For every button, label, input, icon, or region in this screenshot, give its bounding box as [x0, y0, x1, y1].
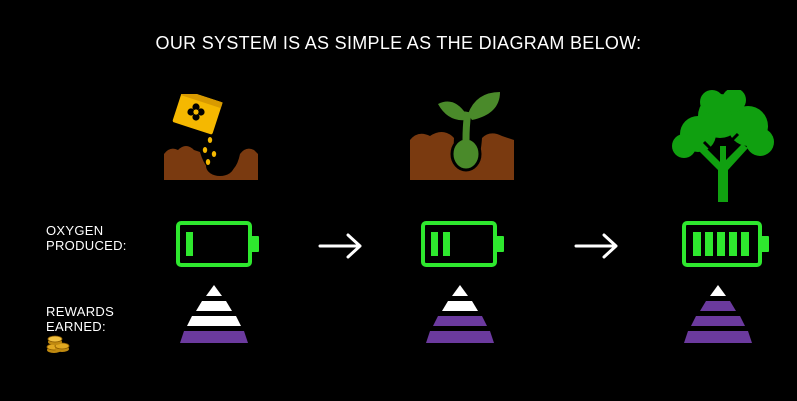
arrow-right-icon: [318, 233, 362, 259]
battery-medium-icon: [421, 221, 504, 267]
page-title: OUR SYSTEM IS AS SIMPLE AS THE DIAGRAM B…: [155, 33, 642, 53]
battery-full-icon: [682, 221, 769, 267]
rewards-earned-label: REWARDS EARNED:: [46, 304, 115, 334]
arrow-right-icon: [574, 233, 618, 259]
tree-icon: [672, 90, 774, 202]
reward-pyramid-low: [180, 285, 248, 343]
sprout-icon: [410, 92, 514, 180]
seed-planting-icon: [164, 94, 258, 180]
reward-pyramid-medium: [426, 285, 494, 343]
battery-low-icon: [176, 221, 259, 267]
coins-icon: [46, 335, 70, 353]
reward-pyramid-high: [684, 285, 752, 343]
oxygen-produced-label: OXYGEN PRODUCED:: [46, 223, 127, 253]
